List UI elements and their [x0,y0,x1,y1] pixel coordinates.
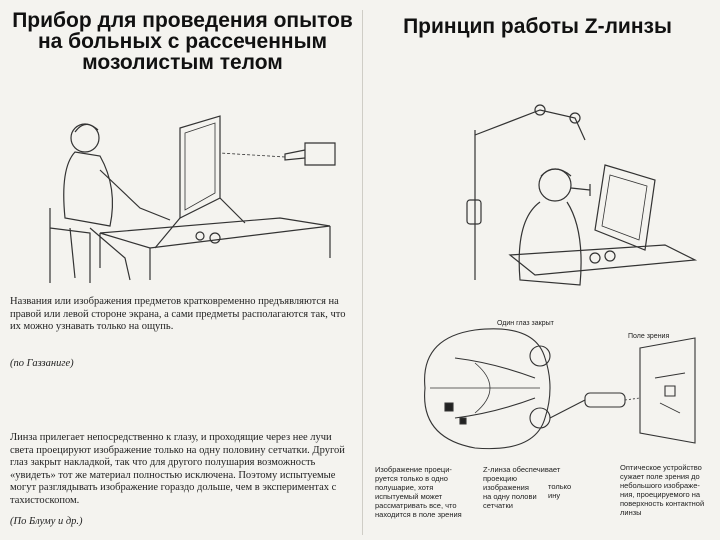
caption-image-projection: Изображение проеци- руется только в одно… [375,465,465,519]
caption-lens-side-line-2: ину [548,491,561,500]
paragraph-presentation: Названия или изображения предметов кратк… [10,296,346,332]
caption-image-line-3: полушарие, хотя [375,483,434,492]
caption-optics-line-5: поверхность контактной [620,499,705,508]
left-column: Прибор для проведения опытов на больных … [10,10,355,527]
caption-optics-line-3: небольшого изображе- [620,481,700,490]
visual-pathway-diagram [415,318,715,458]
citation-bloom: (По Блуму и др.) [10,516,83,527]
caption-lens-line-4: на одну полови [483,492,537,501]
caption-lens-side-line-1: только [548,482,572,491]
caption-image-line-2: руется только в одно [375,474,448,483]
label-field-of-view: Поле зрения [628,333,670,340]
caption-lens-side: только ину [548,482,578,500]
caption-image-line-4: испытуемый может [375,492,443,501]
paragraph-lens: Линза прилегает непосредственно к глазу,… [10,432,345,506]
column-divider [362,10,363,535]
caption-lens-line-1: Z-линза обеспечивает [483,465,561,474]
left-title-line-1: Прибор для проведения опытов [12,9,353,32]
z-lens-setup-illustration [455,80,705,300]
caption-lens-line-5: сетчатки [483,501,513,510]
caption-image-line-6: находится в поле зрения [375,510,462,519]
right-column: Принцип работы Z-линзы [365,0,720,540]
caption-optics-line-1: Оптическое устройство [620,463,702,472]
caption-z-lens: Z-линза обеспечивает проекцию изображени… [483,465,573,510]
label-eye-closed: Один глаз закрыт [497,320,554,327]
left-title-line-3: мозолистым телом [82,51,283,74]
left-title: Прибор для проведения опытов на больных … [10,10,355,73]
caption-lens-line-3: изображения [483,483,529,492]
caption-optics-line-6: линзы [620,508,642,517]
split-brain-apparatus-illustration [30,108,350,288]
caption-optics-line-4: ния, проецируемого на [620,490,701,499]
caption-image-line-5: рассматривать все, что [375,501,457,510]
left-title-line-2: на больных с рассеченным [37,30,328,53]
caption-optical-device: Оптическое устройство сужает поле зрения… [620,463,715,517]
caption-optics-line-2: сужает поле зрения до [620,472,700,481]
citation-gazzaniga: (по Газзаниге) [10,358,74,369]
caption-image-line-1: Изображение проеци- [375,465,452,474]
right-title: Принцип работы Z-линзы [403,15,672,38]
caption-lens-line-2: проекцию [483,474,517,483]
